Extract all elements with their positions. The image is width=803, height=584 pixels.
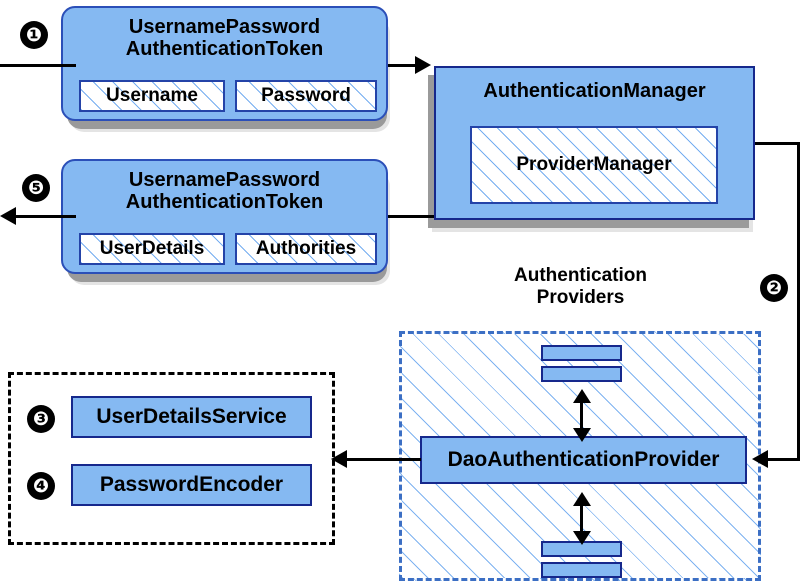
request-token-title-line2: AuthenticationToken [125, 38, 324, 61]
request-token-title: UsernamePassword AuthenticationToken [126, 16, 323, 61]
request-token-field-password[interactable]: Password [235, 80, 377, 112]
provider-placeholder-bar-4[interactable] [541, 562, 622, 578]
dao-authentication-provider-box[interactable]: DaoAuthenticationProvider [420, 436, 747, 484]
provider-to-services-line [345, 458, 421, 461]
provider-manager-label: ProviderManager [516, 154, 672, 175]
outgoing-response-arrowhead [0, 207, 16, 225]
response-token-field-authorities[interactable]: Authorities [235, 233, 377, 265]
provider-placeholder-bar-2[interactable] [541, 366, 622, 382]
provider-manager-box[interactable]: ProviderManager [470, 126, 718, 204]
provider-link-line-bottom [580, 495, 583, 535]
provider-link-arrow-down-bottom [573, 531, 591, 545]
response-token-title: UsernamePassword AuthenticationToken [126, 169, 323, 214]
providers-heading: Authentication Providers [478, 265, 683, 309]
manager-to-response-line [388, 215, 434, 218]
response-token-title-line2: AuthenticationToken [125, 191, 324, 214]
manager-to-provider-line-bottom [766, 458, 800, 461]
badge-step-4: ❹ [27, 472, 55, 500]
badge-step-1: ❶ [20, 21, 48, 49]
request-to-manager-line [388, 64, 424, 67]
dao-authentication-provider-label: DaoAuthenticationProvider [447, 448, 720, 471]
provider-placeholder-bar-1[interactable] [541, 345, 622, 361]
provider-link-arrow-up-bottom [573, 492, 591, 506]
request-token-title-line1: UsernamePassword [128, 16, 321, 38]
user-details-service-box[interactable]: UserDetailsService [71, 396, 312, 438]
providers-heading-line1: Authentication [514, 265, 647, 286]
response-token-field-userdetails-label: UserDetails [99, 238, 205, 259]
password-encoder-label: PasswordEncoder [99, 473, 284, 496]
outgoing-response-line [14, 215, 76, 218]
user-details-service-label: UserDetailsService [96, 405, 287, 428]
incoming-request-line [0, 64, 76, 67]
manager-to-provider-arrowhead [752, 450, 768, 468]
response-token-field-userdetails[interactable]: UserDetails [79, 233, 225, 265]
badge-step-5: ❺ [22, 174, 50, 202]
request-token-field-username-label: Username [106, 85, 198, 106]
response-token-title-line1: UsernamePassword [128, 169, 321, 191]
manager-to-provider-line-top [755, 142, 800, 145]
auth-manager-label: AuthenticationManager [483, 80, 706, 102]
request-to-manager-arrowhead [415, 56, 431, 74]
manager-to-provider-line-vertical [797, 142, 800, 460]
provider-to-services-arrowhead [331, 450, 347, 468]
badge-step-3: ❸ [27, 405, 55, 433]
request-token-field-username[interactable]: Username [79, 80, 225, 112]
badge-step-2: ❷ [760, 274, 788, 302]
provider-link-arrow-down-top [573, 428, 591, 442]
provider-link-arrow-up-top [573, 389, 591, 403]
request-token-field-password-label: Password [261, 85, 351, 106]
response-token-field-authorities-label: Authorities [255, 238, 357, 259]
password-encoder-box[interactable]: PasswordEncoder [71, 464, 312, 506]
providers-heading-line2: Providers [536, 286, 625, 308]
provider-link-line-top [580, 392, 583, 432]
